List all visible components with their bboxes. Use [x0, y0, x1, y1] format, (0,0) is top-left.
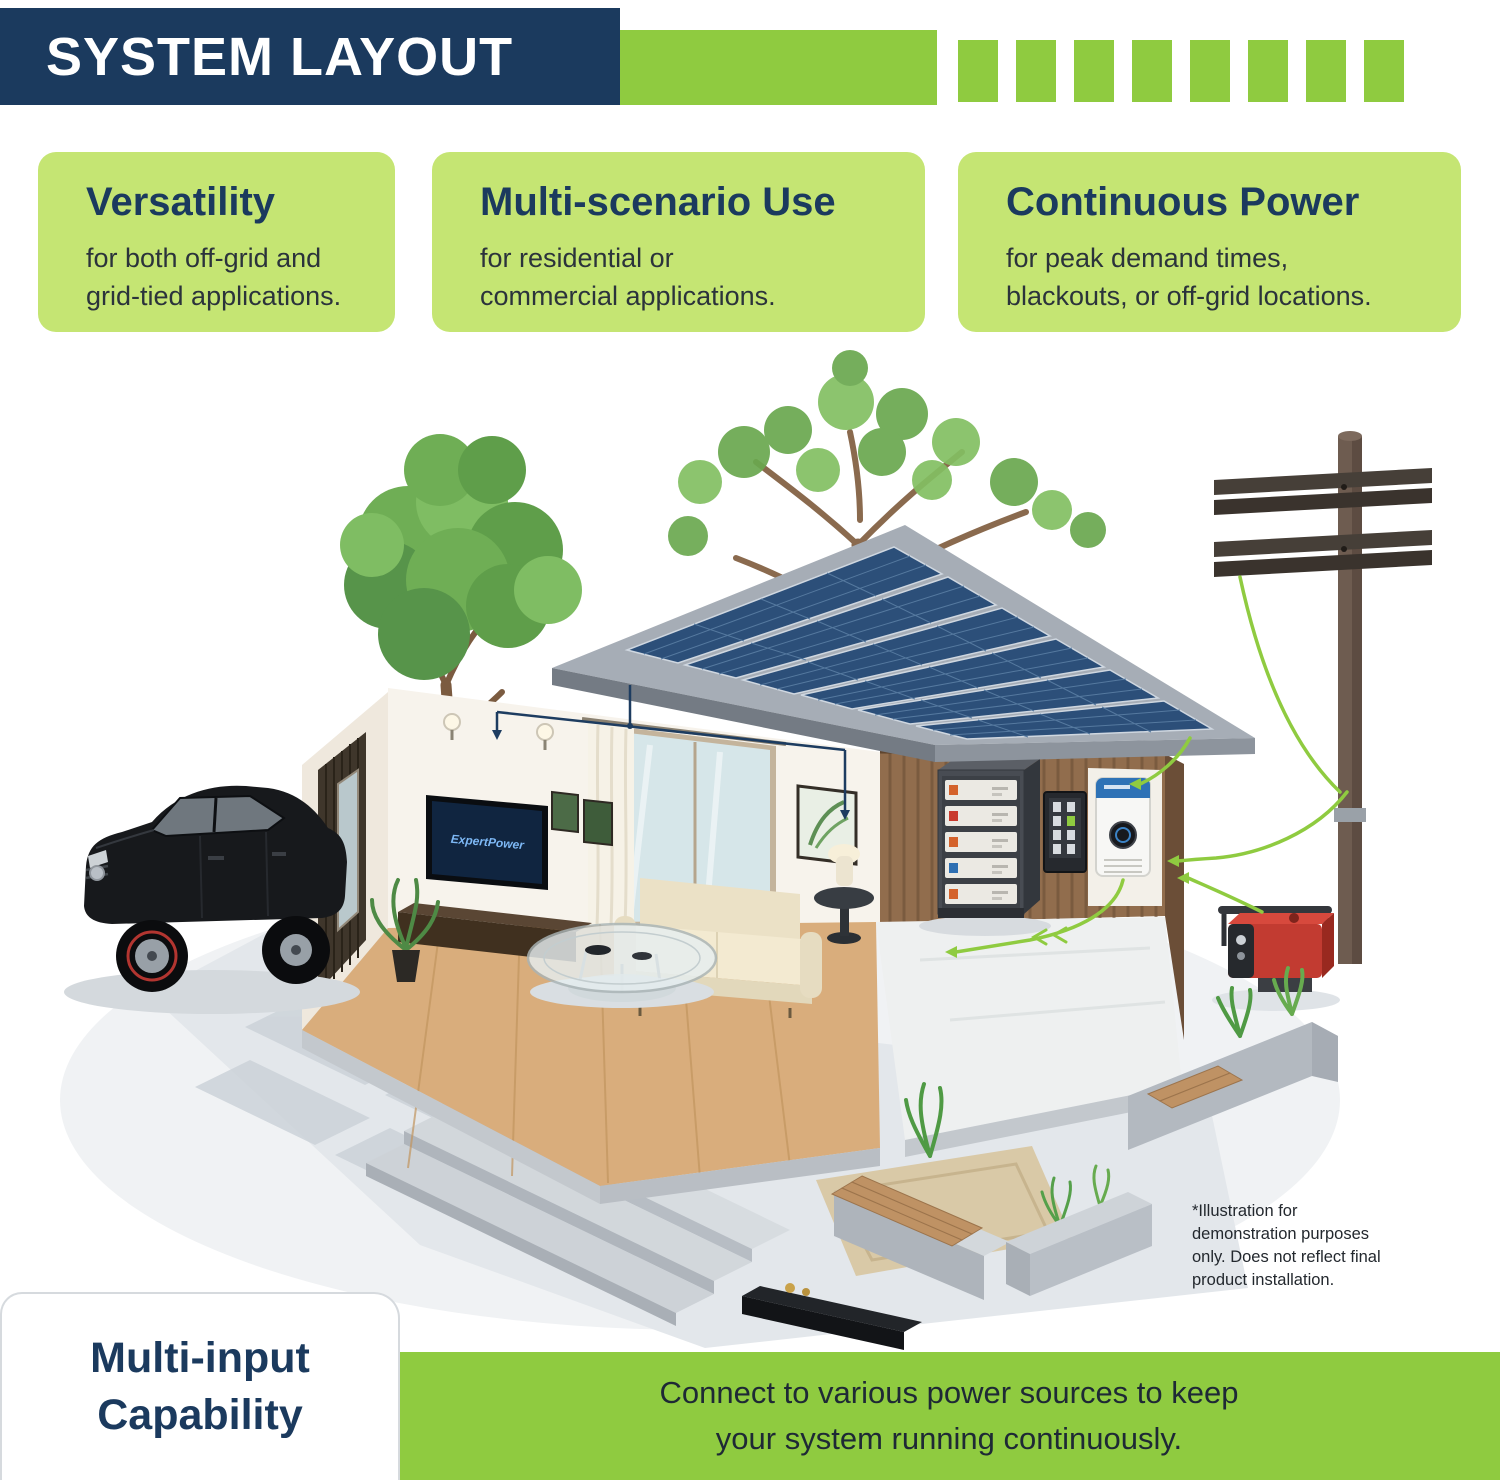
plant-pot — [370, 878, 440, 982]
brake-caliper — [126, 930, 178, 982]
solar-panel — [857, 669, 1161, 725]
feature-card-body: for peak demand times, blackouts, or off… — [1006, 243, 1372, 312]
car — [64, 785, 360, 1014]
utility-pole — [1214, 431, 1432, 964]
disclaimer-note: *Illustration for demonstration purposes… — [1192, 1202, 1381, 1290]
feature-card-body: for both off-grid and grid-tied applicat… — [86, 243, 342, 312]
planter-mid — [1006, 1192, 1152, 1296]
green-stripe — [1074, 40, 1114, 102]
breaker-panel — [1043, 791, 1087, 873]
interior-wiring — [492, 685, 850, 820]
feature-card-multi-scenario: Multi-scenario Use for residential or co… — [432, 152, 925, 332]
fuel-cap — [1289, 913, 1299, 923]
feature-card-title: Versatility — [86, 180, 276, 224]
feature-card-versatility: Versatility for both off-grid and grid-t… — [38, 152, 395, 332]
car-badge — [89, 865, 105, 881]
solar-panel — [915, 700, 1215, 740]
planter-front — [830, 1175, 1010, 1300]
sideboard — [742, 1283, 922, 1350]
generator — [1212, 906, 1340, 1011]
inverter-display — [1109, 821, 1137, 849]
header-stripes — [958, 40, 1404, 102]
solar-panel — [800, 638, 1107, 710]
header-bar: SYSTEM LAYOUT — [0, 8, 620, 105]
solar-panel — [624, 546, 944, 664]
multi-input-card: Multi-input Capability — [0, 1292, 400, 1480]
green-banner: Connect to various power sources to keep… — [398, 1352, 1500, 1480]
multi-input-title: Multi-input Capability — [90, 1334, 310, 1439]
green-stripe — [1190, 40, 1230, 102]
banner-text: Connect to various power sources to keep… — [659, 1375, 1239, 1456]
car-windows — [150, 794, 286, 838]
feature-card-body: for residential or commercial applicatio… — [480, 243, 776, 312]
solar-panel — [740, 607, 1053, 695]
power-line-arrows — [945, 778, 1189, 958]
tv-logo: ExpertPower — [450, 832, 526, 852]
green-stripe — [1132, 40, 1172, 102]
page-title: SYSTEM LAYOUT — [46, 26, 514, 87]
green-stripe — [958, 40, 998, 102]
feature-card-title: Multi-scenario Use — [480, 180, 836, 224]
power-lines — [954, 575, 1349, 954]
green-stripe — [1306, 40, 1346, 102]
lamp-table — [814, 844, 874, 944]
headlight — [88, 850, 108, 868]
green-stripe — [1248, 40, 1288, 102]
marble-floor — [876, 917, 1182, 1157]
feature-card-title: Continuous Power — [1006, 180, 1360, 224]
solar-panel — [682, 576, 998, 679]
coffee-table — [526, 922, 718, 1008]
tree-left — [340, 434, 582, 891]
house-corner — [1165, 754, 1184, 1040]
wall-sconce — [443, 713, 554, 750]
system-illustration: ExpertPower — [60, 350, 1432, 1350]
feature-card-continuous-power: Continuous Power for peak demand times, … — [958, 152, 1461, 332]
solar-panels — [624, 546, 1215, 740]
house: ExpertPower — [302, 525, 1255, 1276]
green-stripe — [1364, 40, 1404, 102]
header-green-block — [620, 30, 937, 105]
green-stripe — [1016, 40, 1056, 102]
tv: ExpertPower — [426, 795, 548, 890]
battery-module — [945, 780, 1017, 904]
garden-planters — [830, 966, 1338, 1300]
generator-handle — [1218, 906, 1332, 914]
battery-rack — [919, 759, 1051, 936]
bench-slats — [1146, 1065, 1244, 1109]
inverter — [1088, 768, 1162, 906]
sliding-door — [614, 726, 776, 928]
